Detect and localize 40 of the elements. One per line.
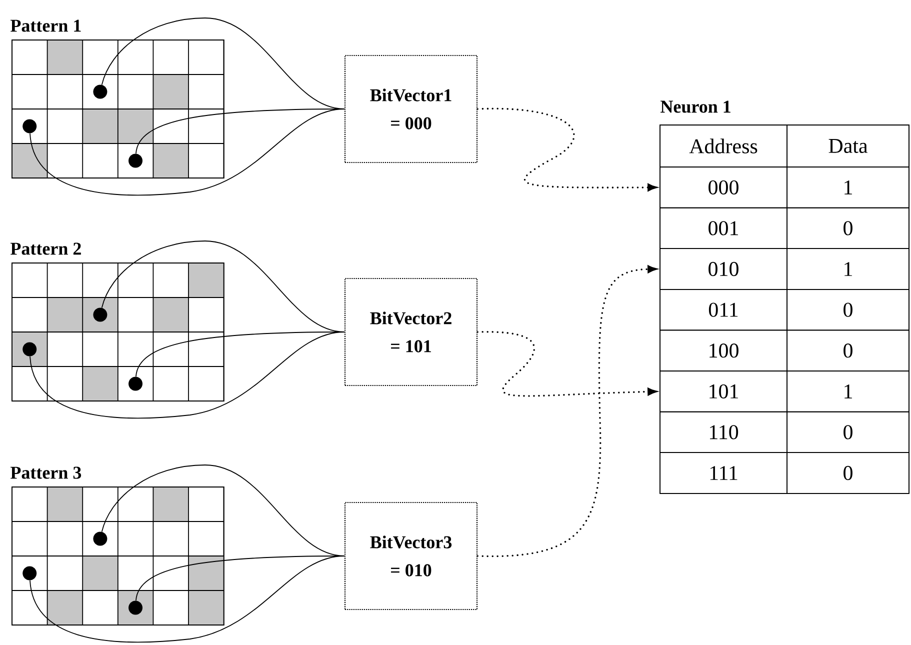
table-title: Neuron 1 [660, 100, 730, 113]
dot-marker [128, 376, 142, 391]
table-cell: 1 [786, 166, 910, 208]
dot-marker [128, 154, 142, 168]
table-cell: 010 [660, 248, 788, 290]
table-cell: 100 [660, 330, 788, 372]
connector-curve [136, 556, 345, 602]
table-cell: 0 [786, 452, 910, 494]
dot-marker [128, 600, 142, 615]
connector-curve [136, 332, 345, 378]
table-cell: 011 [660, 288, 788, 331]
bit-vector-box: BitVector3 = 010 [344, 502, 478, 610]
bit-vector-box: BitVector2 = 101 [344, 278, 478, 386]
table-header-cell: Data [786, 124, 910, 168]
dot-marker [22, 119, 37, 134]
table-header-cell: Address [660, 124, 788, 168]
dotted-arrow [476, 331, 657, 397]
dot-marker [93, 84, 108, 99]
pattern-title: Pattern 3 [10, 466, 82, 479]
table-cell: 001 [660, 207, 788, 250]
table-cell: 1 [786, 370, 910, 412]
table-cell: 0 [786, 411, 910, 454]
dot-marker [93, 308, 108, 322]
pattern-title: Pattern 1 [10, 20, 81, 32]
pattern-title: Pattern 2 [10, 242, 81, 255]
table-cell: 000 [660, 166, 788, 208]
table-cell: 110 [660, 411, 788, 454]
dot-marker [22, 566, 37, 580]
bit-vector-box: BitVector1 = 000 [344, 54, 478, 164]
dot-marker [22, 342, 37, 356]
table-cell: 101 [660, 370, 788, 412]
dotted-arrow [476, 265, 657, 557]
table-cell: 0 [786, 288, 910, 331]
table-cell: 1 [786, 248, 910, 290]
table-cell: 0 [786, 330, 910, 372]
table-cell: 0 [786, 207, 910, 250]
table-cell: 111 [660, 452, 788, 494]
dot-marker [93, 532, 108, 546]
connector-curve [136, 108, 345, 154]
dotted-arrow [476, 108, 657, 192]
